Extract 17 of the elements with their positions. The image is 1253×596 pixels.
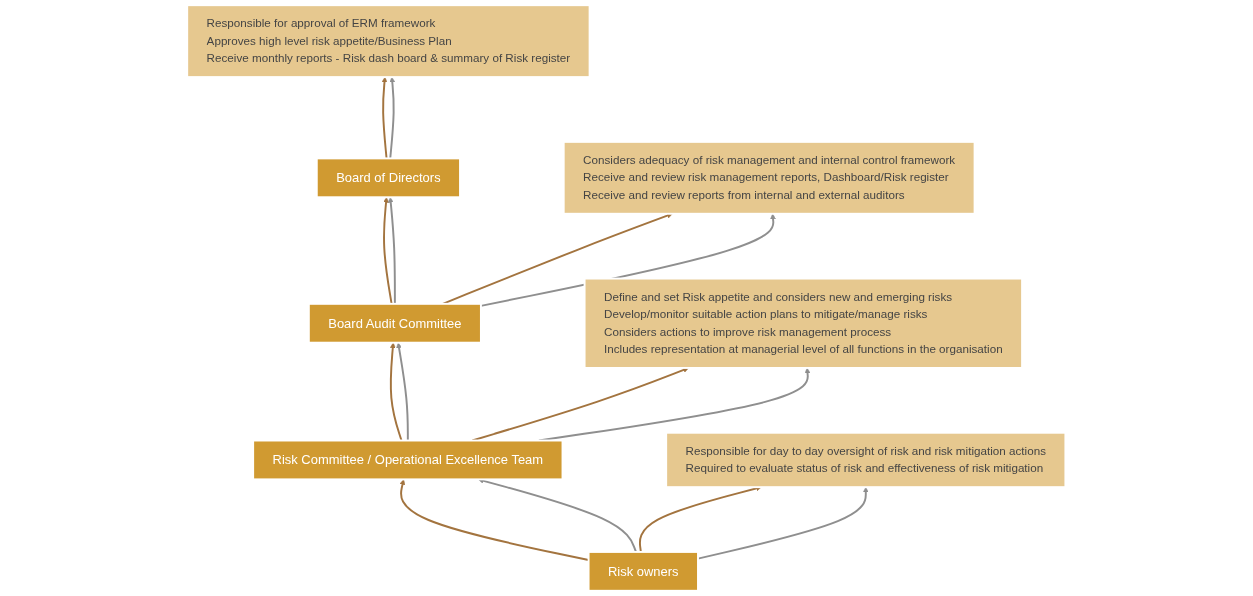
node-box: Board Audit Committee bbox=[308, 302, 483, 344]
arrow bbox=[390, 342, 403, 442]
node-box: Risk owners bbox=[587, 550, 700, 592]
node-box: Risk Committee / Operational Excellence Team bbox=[252, 439, 564, 481]
arrow bbox=[471, 367, 690, 442]
arrow bbox=[383, 197, 393, 305]
node-box: Responsible for approval of ERM framework Approves high level risk appetite/Business Plan Receive monthly reports - Risk dash board & summary of Risk register bbox=[186, 4, 591, 79]
arrow bbox=[396, 342, 409, 442]
arrow bbox=[388, 197, 397, 305]
arrow bbox=[442, 212, 673, 305]
arrow bbox=[389, 76, 396, 160]
arrow bbox=[381, 76, 388, 160]
node-box: Define and set Risk appetite and considers new and emerging risks Develop/monitor suitable action plans to mitigate/manage risks Considers actions to improve risk management process Includes representation at managerial level of all functions in the organisation bbox=[583, 277, 1024, 369]
node-box: Responsible for day to day oversight of risk and risk mitigation actions Required to evaluate status of risk and effectiveness of risk mitigation bbox=[665, 431, 1067, 489]
node-box: Board of Directors bbox=[316, 157, 462, 199]
arrow bbox=[478, 478, 638, 553]
node-box: Considers adequacy of risk management and internal control framework Receive and review risk management reports, Dashboard/Risk register Receive and review reports from internal and external auditors bbox=[562, 140, 976, 215]
